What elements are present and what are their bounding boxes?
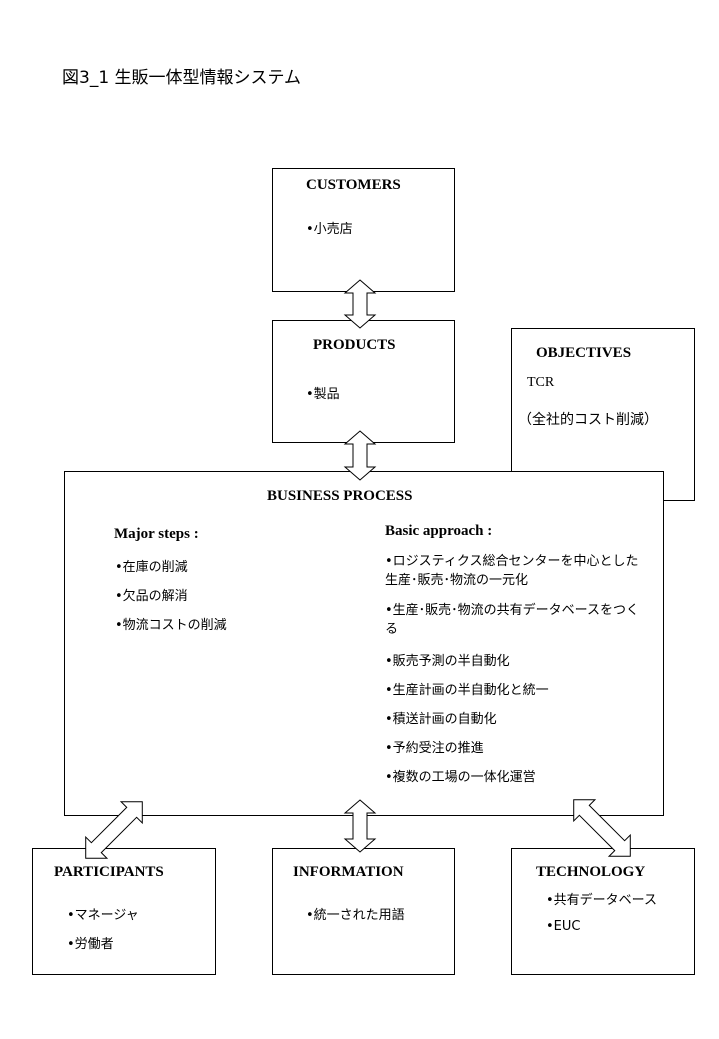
- business-process-box: BUSINESS PROCESS Major steps : •在庫の削減 •欠…: [64, 471, 664, 816]
- products-heading: PRODUCTS: [313, 337, 396, 353]
- major-step-item: •物流コストの削減: [115, 618, 227, 633]
- customers-heading: CUSTOMERS: [306, 177, 401, 193]
- participants-item: •マネージャ: [67, 908, 139, 923]
- technology-item: •共有データベース: [546, 893, 658, 908]
- arrow-business-information: [343, 799, 377, 853]
- information-heading: INFORMATION: [293, 864, 404, 880]
- technology-item: •EUC: [546, 919, 581, 934]
- objectives-line1: TCR: [527, 375, 555, 390]
- arrow-products-business: [343, 430, 377, 481]
- business-process-heading: BUSINESS PROCESS: [267, 488, 413, 504]
- participants-box: PARTICIPANTS •マネージャ •労働者: [32, 848, 216, 975]
- basic-approach-item: •生産計画の半自動化と統一: [385, 683, 549, 698]
- arrow-customers-products: [343, 279, 377, 329]
- basic-approach-heading: Basic approach :: [385, 523, 493, 539]
- major-step-item: •欠品の解消: [115, 589, 188, 604]
- customers-box: CUSTOMERS •小売店: [272, 168, 455, 292]
- objectives-line2: （全社的コスト削減）: [518, 412, 658, 428]
- basic-approach-item: •積送計画の自動化: [385, 712, 497, 727]
- major-steps-heading: Major steps :: [114, 526, 199, 542]
- customers-item: •小売店: [306, 222, 353, 237]
- participants-heading: PARTICIPANTS: [54, 864, 164, 880]
- page-title: 図3_1 生販一体型情報システム: [62, 68, 302, 88]
- products-item: •製品: [306, 387, 340, 402]
- objectives-heading: OBJECTIVES: [536, 345, 632, 361]
- arrow-business-participants: [85, 801, 143, 859]
- major-step-item: •在庫の削減: [115, 560, 188, 575]
- basic-approach-item: •複数の工場の一体化運営: [385, 770, 536, 785]
- arrow-business-technology: [573, 799, 631, 857]
- participants-item: •労働者: [67, 937, 114, 952]
- technology-box: TECHNOLOGY •共有データベース •EUC: [511, 848, 695, 975]
- technology-heading: TECHNOLOGY: [536, 864, 646, 880]
- basic-approach-item: •販売予測の半自動化: [385, 654, 510, 669]
- information-item: •統一された用語: [306, 908, 405, 923]
- basic-approach-item: •予約受注の推進: [385, 741, 484, 756]
- basic-approach-item: •ロジスティクス総合センターを中心とした生産･販売･物流の一元化: [385, 554, 639, 588]
- basic-approach-item: •生産･販売･物流の共有データベースをつくる: [385, 603, 640, 637]
